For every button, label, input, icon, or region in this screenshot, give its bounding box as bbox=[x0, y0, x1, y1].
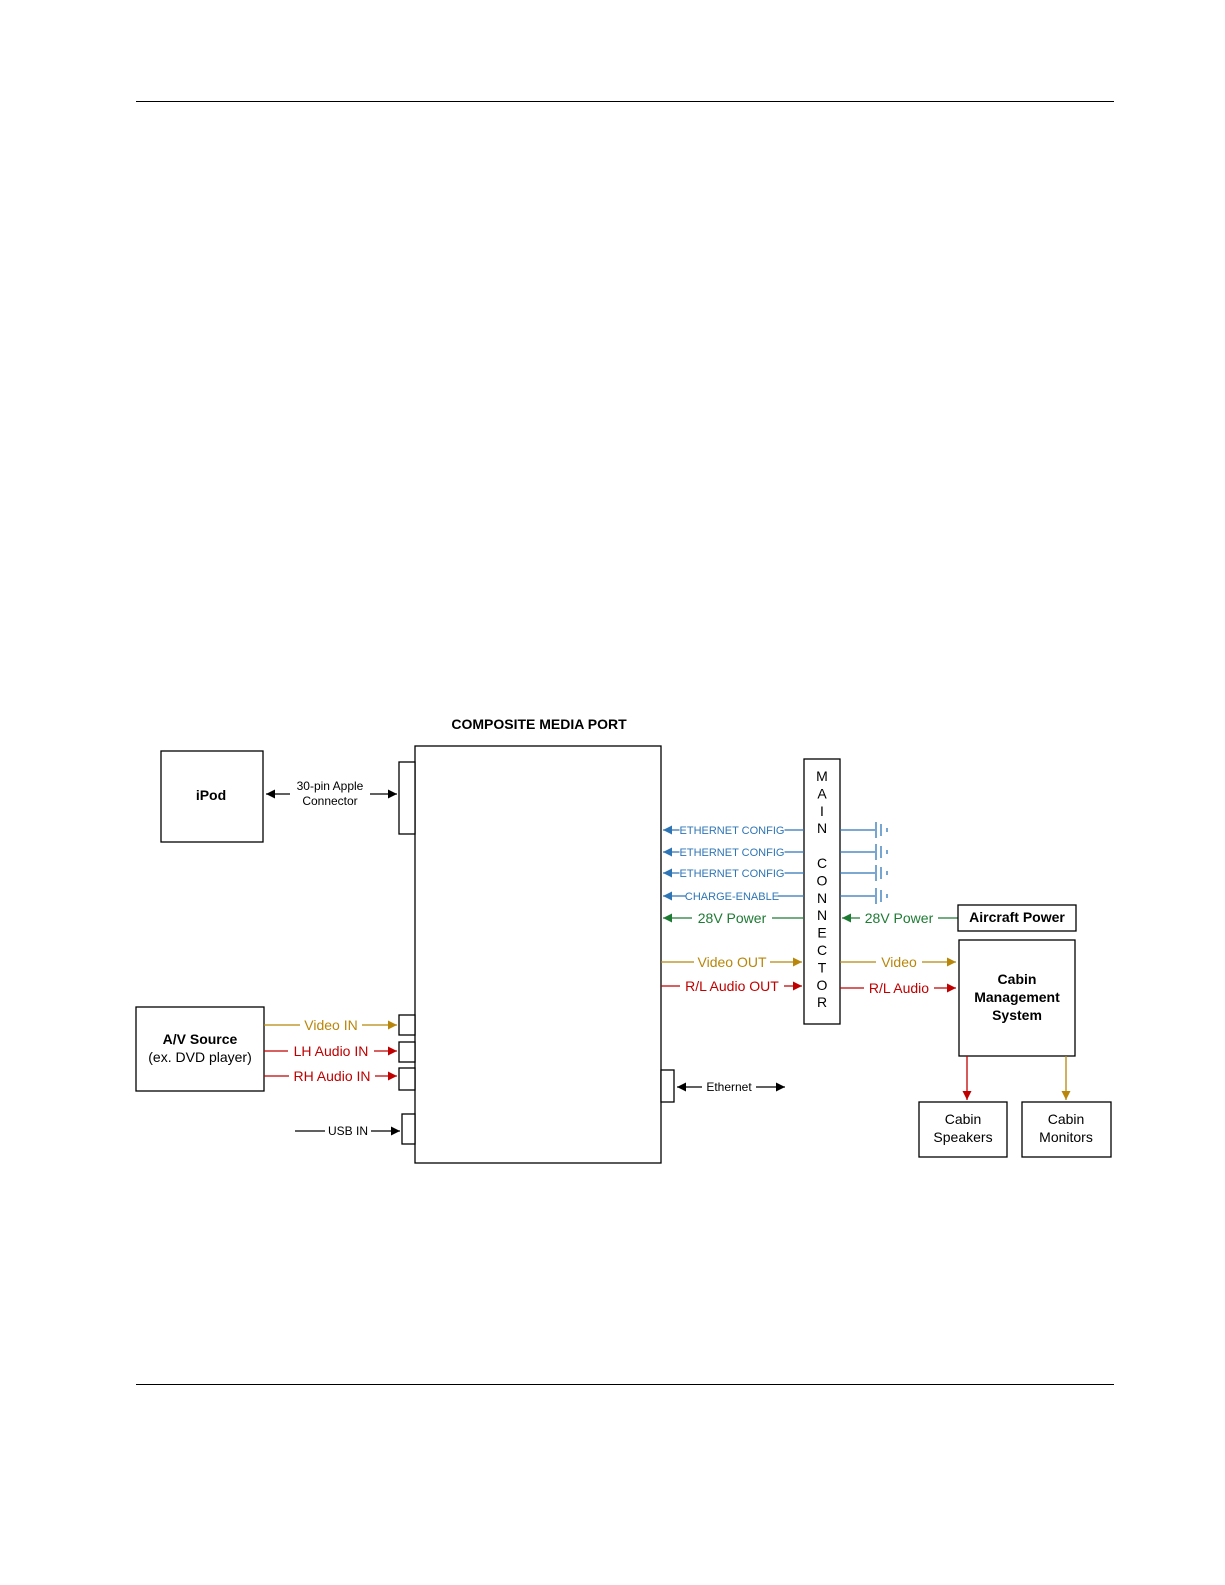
aircraft-power-label: Aircraft Power bbox=[969, 909, 1065, 925]
main-connector-letter: O bbox=[817, 977, 828, 993]
audio-cms-label: R/L Audio bbox=[869, 980, 929, 996]
cms-box bbox=[958, 939, 1076, 1057]
video-out-label: Video OUT bbox=[698, 954, 767, 970]
config-label: ETHERNET CONFIG bbox=[680, 868, 785, 880]
main-connector-letter: O bbox=[817, 872, 828, 888]
ipod-port bbox=[398, 761, 416, 835]
monitors-label-2: Monitors bbox=[1039, 1129, 1093, 1145]
header-rule bbox=[136, 101, 1114, 102]
ethernet-label: Ethernet bbox=[706, 1080, 752, 1094]
config-label: ETHERNET CONFIG bbox=[680, 847, 785, 859]
video-cms-label: Video bbox=[881, 954, 917, 970]
ethernet-port bbox=[660, 1069, 675, 1103]
config-label: ETHERNET CONFIG bbox=[680, 825, 785, 837]
ground-symbol-icon bbox=[875, 844, 888, 860]
config-label: CHARGE-ENABLE bbox=[685, 891, 779, 903]
config-signal-lines: ETHERNET CONFIG ETHERNET CONFIG ETHERNET C… bbox=[663, 822, 888, 904]
video-cms-label-bg bbox=[876, 954, 922, 970]
main-connector-letter: N bbox=[817, 820, 827, 836]
usb-in-port bbox=[401, 1113, 416, 1145]
rh-audio-in-label-bg bbox=[289, 1068, 375, 1084]
main-connector-letter: A bbox=[817, 785, 827, 801]
ipod-connector-label-bg bbox=[290, 776, 370, 810]
video-in-port bbox=[398, 1014, 416, 1036]
power-right-label-bg bbox=[860, 910, 938, 926]
config-label-bg bbox=[679, 823, 785, 837]
ipod-box bbox=[160, 750, 264, 843]
audio-out-label-bg bbox=[680, 978, 784, 994]
composite-media-port-box bbox=[414, 745, 662, 1164]
main-connector-letter: R bbox=[817, 994, 827, 1010]
ipod-label: iPod bbox=[196, 787, 226, 803]
power-right-label: 28V Power bbox=[865, 910, 934, 926]
video-in-label: Video IN bbox=[304, 1017, 357, 1033]
power-left-label-bg bbox=[692, 910, 772, 926]
power-left-label: 28V Power bbox=[698, 910, 767, 926]
rh-audio-in-port bbox=[398, 1067, 416, 1091]
av-source-box bbox=[135, 1006, 265, 1092]
video-out-label-bg bbox=[694, 954, 770, 970]
audio-out-label: R/L Audio OUT bbox=[685, 978, 779, 994]
speakers-label-1: Cabin bbox=[945, 1111, 982, 1127]
main-connector-letter: C bbox=[817, 855, 827, 871]
ipod-connector-label-1: 30-pin Apple bbox=[297, 779, 364, 793]
usb-in-label-bg bbox=[325, 1124, 371, 1138]
footer-rule bbox=[136, 1384, 1114, 1385]
cms-label-3: System bbox=[992, 1007, 1042, 1023]
config-label-bg bbox=[686, 889, 778, 903]
audio-cms-label-bg bbox=[864, 980, 934, 996]
main-connector-letter: C bbox=[817, 942, 827, 958]
usb-in-label: USB IN bbox=[328, 1124, 368, 1138]
main-connector-letter: N bbox=[817, 890, 827, 906]
config-label-bg bbox=[679, 845, 785, 859]
ipod-connector-label-2: Connector bbox=[302, 794, 357, 808]
speakers-label-2: Speakers bbox=[933, 1129, 992, 1145]
ground-symbol-icon bbox=[875, 865, 888, 881]
main-connector-letter: E bbox=[817, 925, 826, 941]
ethernet-label-bg bbox=[702, 1080, 756, 1094]
diagram-title: COMPOSITE MEDIA PORT bbox=[451, 716, 627, 732]
ground-symbol-icon bbox=[875, 888, 888, 904]
monitors-box bbox=[1021, 1101, 1112, 1158]
main-connector-box bbox=[803, 758, 841, 1025]
lh-audio-in-port bbox=[398, 1041, 416, 1063]
main-connector-letter: T bbox=[818, 959, 827, 975]
main-connector-letter: N bbox=[817, 907, 827, 923]
main-connector-letter: M bbox=[816, 768, 828, 784]
main-connector-letter: I bbox=[820, 803, 824, 819]
ground-symbol-icon bbox=[875, 822, 888, 838]
monitors-label-1: Cabin bbox=[1048, 1111, 1085, 1127]
av-source-label-2: (ex. DVD player) bbox=[148, 1049, 251, 1065]
config-label-bg bbox=[679, 866, 785, 880]
video-in-label-bg bbox=[300, 1017, 362, 1033]
aircraft-power-box bbox=[957, 904, 1077, 932]
lh-audio-in-label: LH Audio IN bbox=[294, 1043, 369, 1059]
speakers-box bbox=[918, 1101, 1008, 1158]
cms-label-1: Cabin bbox=[998, 971, 1037, 987]
av-source-label-1: A/V Source bbox=[163, 1031, 238, 1047]
lh-audio-in-label-bg bbox=[288, 1043, 374, 1059]
cms-label-2: Management bbox=[974, 989, 1060, 1005]
rh-audio-in-label: RH Audio IN bbox=[293, 1068, 370, 1084]
